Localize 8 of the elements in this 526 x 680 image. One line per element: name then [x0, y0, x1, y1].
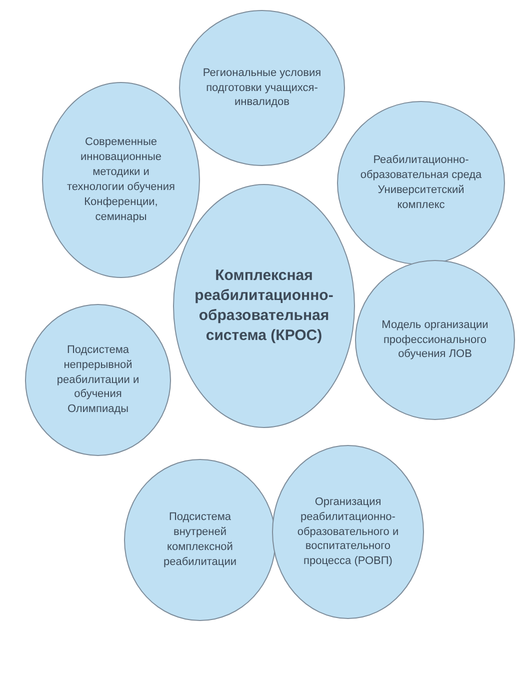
node-label: Современные инновационные методики и технологии обучения Конференции, семинары [66, 135, 176, 225]
node-label: Комплексная реабилитационно-образовательная система (КРОС) [194, 266, 334, 346]
node-label: Подсистема внутреней комплексной реабилитации [162, 510, 238, 570]
node-label: Подсистема непрерывной реабилитации и обучения Олимпиады [56, 342, 140, 418]
node-label: Модель организации профессионального обучения ЛОВ [380, 318, 490, 362]
node-label: Организация реабилитационно-образовательного и воспитательного процесса (РОВП) [296, 494, 400, 570]
node-label: Реабилитационно-образовательная среда Университетский комплекс [360, 153, 482, 213]
node-label: Региональные условия подготовки учащихся-инвалидов [202, 66, 322, 110]
